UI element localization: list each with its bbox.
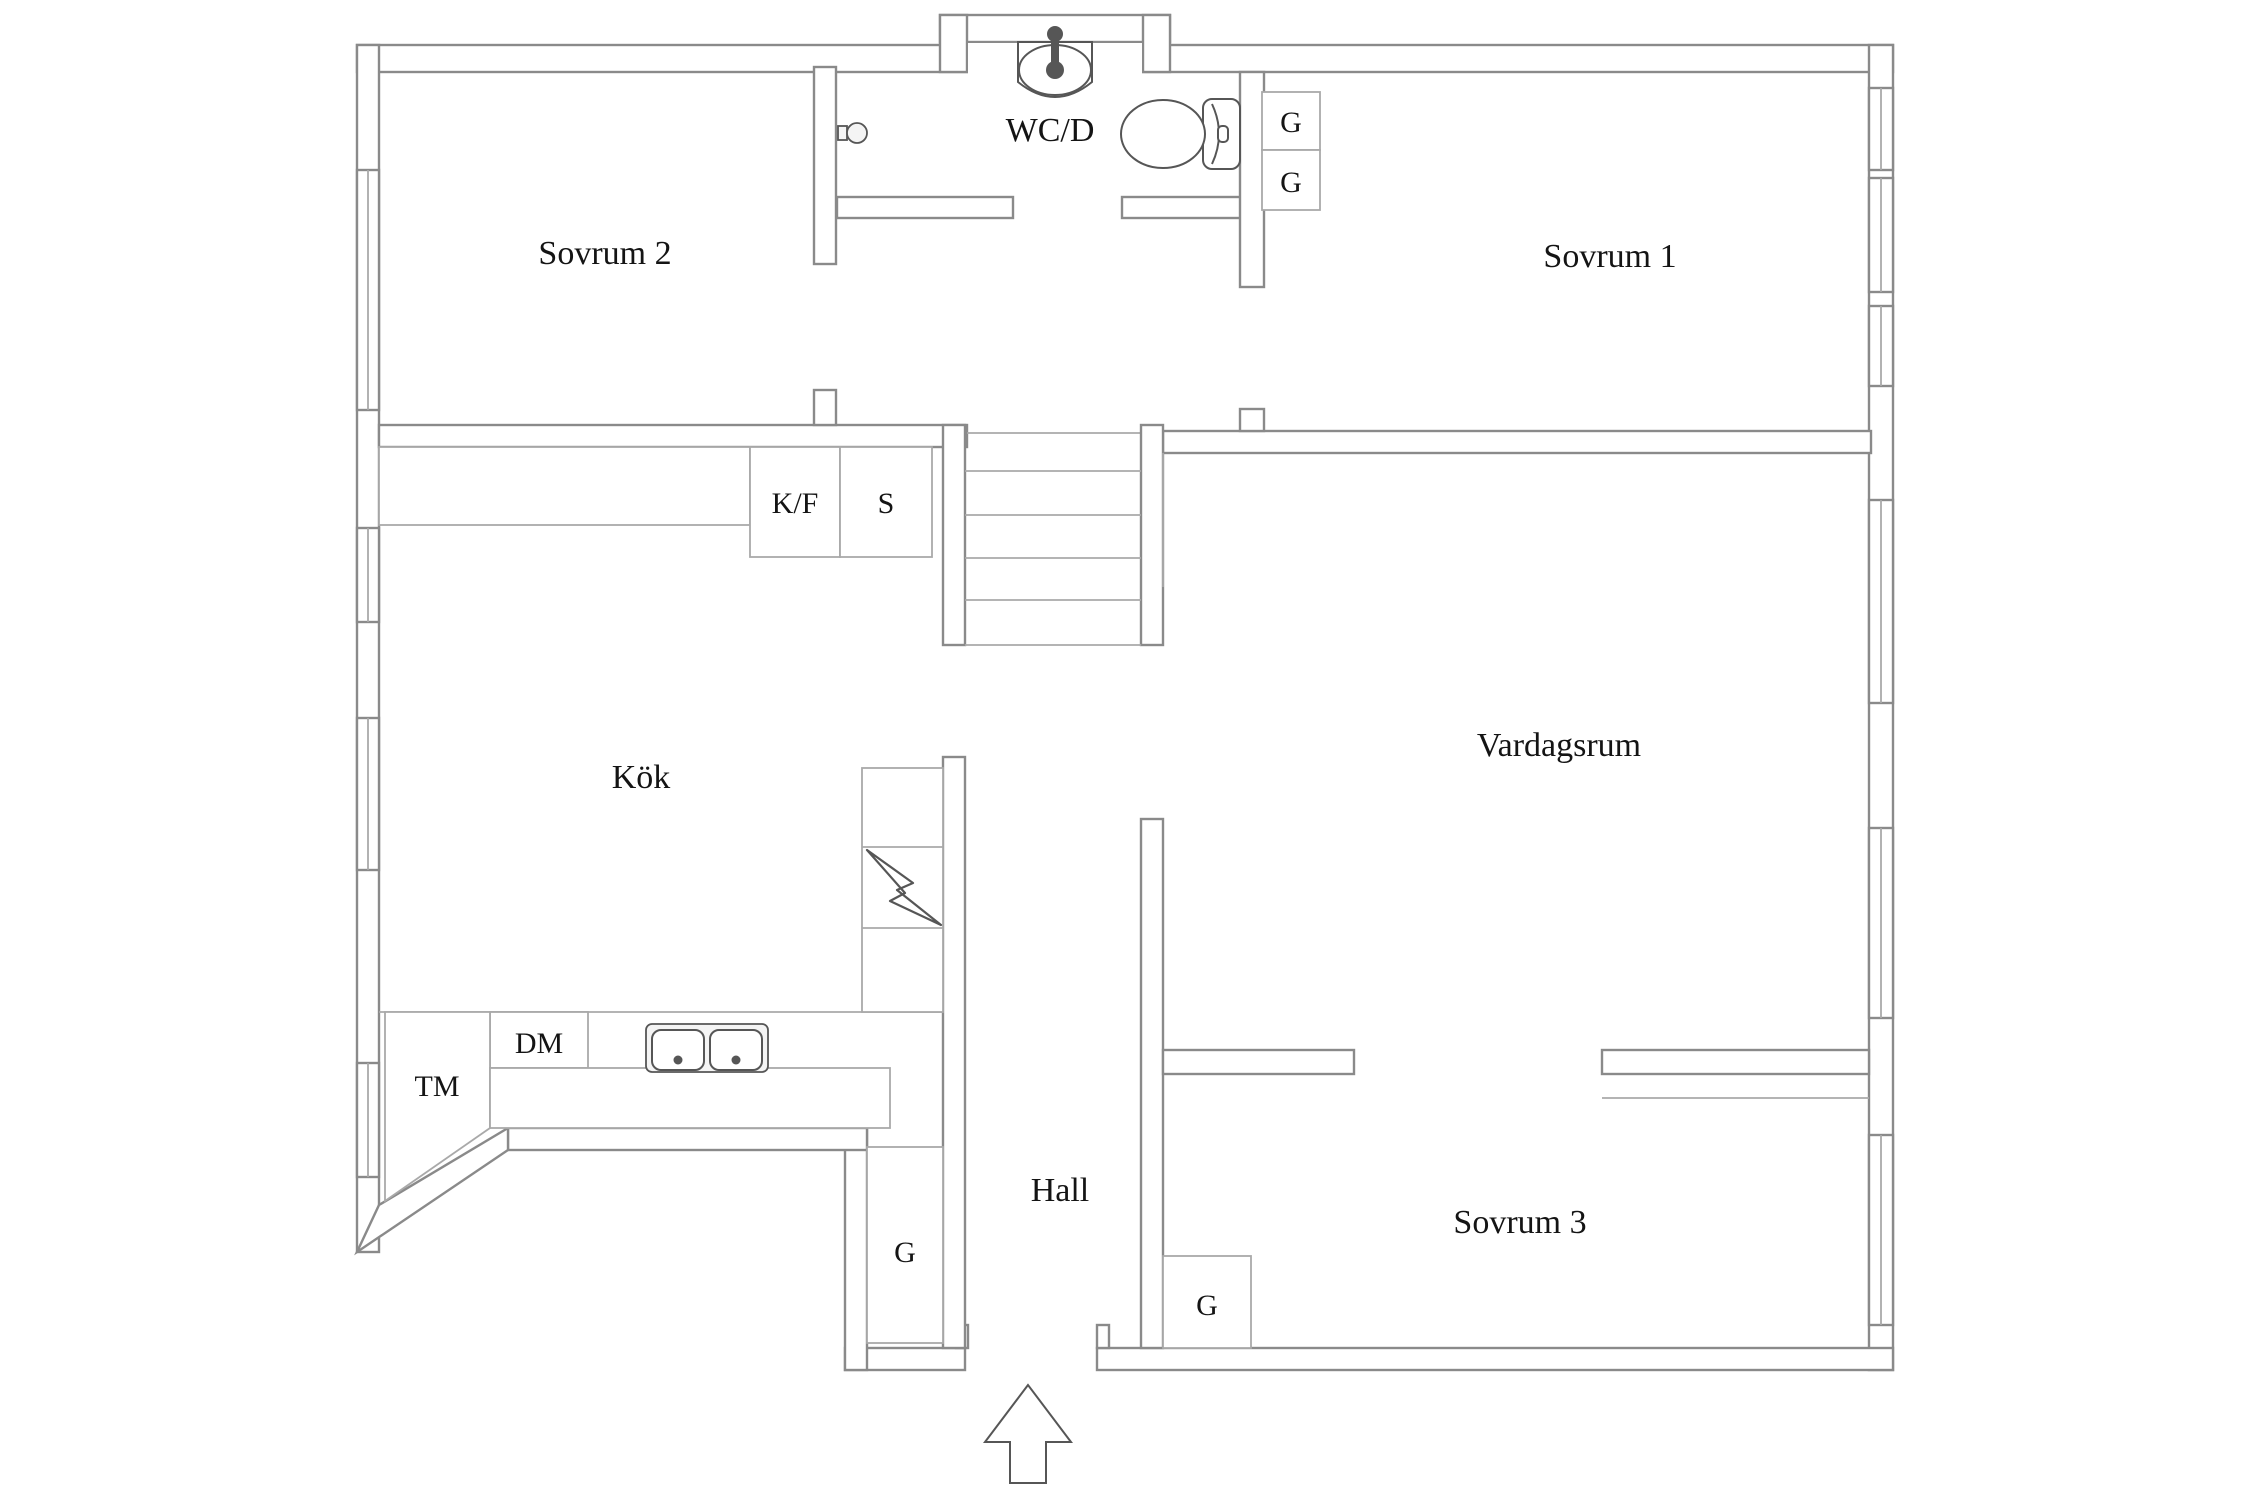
room-label-vardagsrum: Vardagsrum: [1477, 727, 1641, 764]
window: [1867, 86, 1895, 172]
window: [1867, 1133, 1895, 1327]
room-label-kok: Kök: [612, 759, 671, 796]
cabinet-label-dm: DM: [515, 1027, 563, 1060]
wall: [941, 423, 967, 647]
wall: [941, 755, 967, 1350]
cabinet-label-tm: TM: [415, 1070, 460, 1103]
closet-label-g: G: [1280, 106, 1302, 139]
room-label-sovrum2: Sovrum 2: [538, 235, 671, 272]
window: [1867, 176, 1895, 294]
cabinet-label-s: S: [878, 487, 895, 520]
window: [1867, 304, 1895, 388]
window: [1867, 826, 1895, 1020]
window: [355, 1061, 381, 1179]
windows: [355, 86, 1895, 1327]
entrance-arrow-icon: [982, 1383, 1074, 1484]
wardrobe-box: [1261, 149, 1321, 211]
room-label-hall: Hall: [1031, 1172, 1090, 1209]
room-label-wcd: WC/D: [1006, 112, 1095, 149]
wall: [1161, 429, 1873, 455]
sink-counter: [489, 1067, 891, 1129]
door-jamb: [1095, 1323, 1111, 1350]
kitchen-sink-icon: [645, 1023, 769, 1073]
window: [1867, 498, 1895, 705]
wall: [843, 1126, 869, 1372]
wall: [812, 65, 838, 266]
wall: [1600, 1048, 1871, 1076]
closet-label-g: G: [1280, 166, 1302, 199]
staircase: [965, 470, 1141, 601]
cabinet-label-kf: K/F: [772, 487, 819, 520]
wall: [377, 423, 969, 449]
wall: [938, 13, 969, 74]
wardrobe-box: [1162, 1255, 1252, 1349]
wall: [1139, 423, 1165, 647]
closet-label-g: G: [894, 1236, 916, 1269]
wall: [506, 1126, 869, 1152]
labels: Sovrum 2 WC/D Sovrum 1 Kök Vardagsrum Ha…: [415, 106, 1677, 1322]
wall: [1095, 1346, 1895, 1372]
shower-mixer-icon: [837, 122, 868, 144]
washbasin-icon: [1017, 26, 1093, 98]
door-jamb: [812, 388, 838, 427]
wall: [1139, 817, 1165, 1350]
feature-lines: [379, 453, 1869, 1099]
closet-label-g: G: [1196, 1289, 1218, 1322]
wall: [1120, 195, 1244, 220]
window: [355, 168, 381, 412]
wall: [1238, 70, 1266, 289]
electrical-panel-icon: [865, 848, 943, 927]
wardrobe-box: [1261, 91, 1321, 151]
wall: [1161, 1048, 1356, 1076]
kitchen-counter-top: [378, 446, 751, 526]
wall: [1141, 13, 1172, 74]
toilet-icon: [1120, 98, 1241, 170]
pantry-cabinet: [839, 446, 933, 558]
room-label-sovrum1: Sovrum 1: [1543, 238, 1676, 275]
fixtures: [645, 26, 1241, 1484]
room-label-sovrum3: Sovrum 3: [1453, 1204, 1586, 1241]
wall: [835, 195, 1015, 220]
window: [355, 716, 381, 872]
door-jamb: [1238, 407, 1266, 433]
interior-walls: [377, 65, 1873, 1350]
window: [355, 526, 381, 624]
wardrobe-box: [866, 1146, 944, 1344]
